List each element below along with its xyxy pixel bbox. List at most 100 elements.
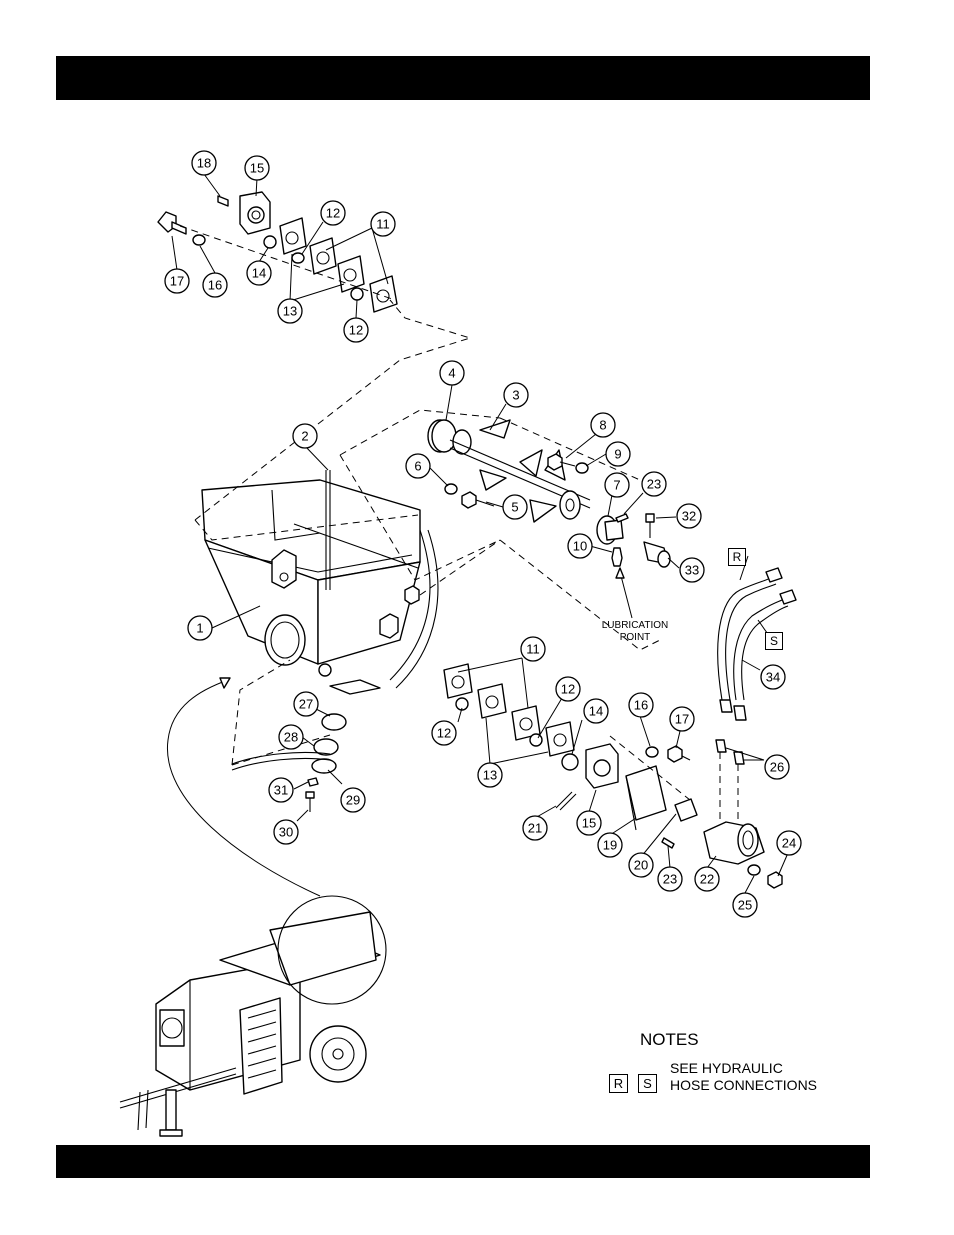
svg-text:23: 23 <box>663 872 677 887</box>
shaft-assembly <box>428 420 670 618</box>
svg-text:16: 16 <box>208 278 222 293</box>
callout-23-lower: 23 <box>658 867 682 891</box>
svg-text:26: 26 <box>770 760 784 775</box>
svg-text:25: 25 <box>738 898 752 913</box>
svg-text:14: 14 <box>589 704 603 719</box>
callout-13-lower: 13 <box>478 763 502 787</box>
callout-10: 10 <box>568 534 592 558</box>
callout-4: 4 <box>440 361 464 385</box>
hose-tag-r: R <box>728 548 746 566</box>
svg-text:32: 32 <box>682 509 696 524</box>
svg-text:14: 14 <box>252 266 266 281</box>
upper-bearing-assembly <box>158 192 397 312</box>
callout-25: 25 <box>733 893 757 917</box>
callout-15-lower: 15 <box>577 811 601 835</box>
callout-17-upper: 17 <box>165 269 189 293</box>
callout-24: 24 <box>777 831 801 855</box>
hydraulic-hoses <box>718 568 796 720</box>
notes-text-line1: SEE HYDRAULIC <box>670 1060 783 1076</box>
callout-30: 30 <box>274 820 298 844</box>
footer-bar <box>56 1145 870 1178</box>
hopper <box>202 470 438 694</box>
callout-13-upper: 13 <box>278 299 302 323</box>
callout-12-lower-a: 12 <box>432 721 456 745</box>
hose-tag-s: S <box>765 632 783 650</box>
callout-15-upper: 15 <box>245 156 269 180</box>
svg-text:33: 33 <box>685 563 699 578</box>
svg-text:12: 12 <box>326 206 340 221</box>
callout-11-lower: 11 <box>521 637 545 661</box>
svg-text:16: 16 <box>634 698 648 713</box>
svg-text:10: 10 <box>573 539 587 554</box>
callout-17-lower: 17 <box>670 707 694 731</box>
callout-26: 26 <box>765 755 789 779</box>
svg-text:21: 21 <box>528 821 542 836</box>
callout-12-upper-b: 12 <box>344 318 368 342</box>
svg-text:23: 23 <box>647 477 661 492</box>
lubrication-point-label-line2: POINT <box>597 632 673 643</box>
svg-text:15: 15 <box>250 161 264 176</box>
notes-text-line2: HOSE CONNECTIONS <box>670 1077 817 1093</box>
trailer-illustration <box>120 896 386 1136</box>
svg-text:22: 22 <box>700 872 714 887</box>
callout-23-upper: 23 <box>642 472 666 496</box>
svg-text:1: 1 <box>196 621 203 636</box>
callout-14-upper: 14 <box>247 261 271 285</box>
callout-12-upper-a: 12 <box>321 201 345 225</box>
svg-text:12: 12 <box>437 726 451 741</box>
callout-6: 6 <box>406 454 430 478</box>
svg-text:20: 20 <box>634 858 648 873</box>
svg-text:9: 9 <box>614 447 621 462</box>
callout-27: 27 <box>294 692 318 716</box>
callout-2: 2 <box>293 424 317 448</box>
svg-text:8: 8 <box>599 418 606 433</box>
svg-text:19: 19 <box>603 838 617 853</box>
notes-tag-s: S <box>638 1074 657 1093</box>
callout-34: 34 <box>761 665 785 689</box>
svg-text:34: 34 <box>766 670 780 685</box>
svg-text:24: 24 <box>782 836 796 851</box>
svg-text:13: 13 <box>283 304 297 319</box>
callout-21: 21 <box>523 816 547 840</box>
callout-18: 18 <box>192 151 216 175</box>
callout-31: 31 <box>269 778 293 802</box>
callout-16-upper: 16 <box>203 273 227 297</box>
svg-text:6: 6 <box>414 459 421 474</box>
svg-text:12: 12 <box>349 323 363 338</box>
callout-16-lower: 16 <box>629 693 653 717</box>
svg-text:4: 4 <box>448 366 455 381</box>
svg-text:2: 2 <box>301 429 308 444</box>
callout-22: 22 <box>695 867 719 891</box>
callout-20: 20 <box>629 853 653 877</box>
svg-text:27: 27 <box>299 697 313 712</box>
svg-text:17: 17 <box>675 712 689 727</box>
svg-text:28: 28 <box>284 730 298 745</box>
svg-text:12: 12 <box>561 682 575 697</box>
svg-text:3: 3 <box>512 388 519 403</box>
callout-8: 8 <box>591 413 615 437</box>
svg-text:17: 17 <box>170 274 184 289</box>
notes-title: NOTES <box>640 1030 699 1050</box>
svg-text:13: 13 <box>483 768 497 783</box>
callout-32: 32 <box>677 504 701 528</box>
callout-29: 29 <box>341 788 365 812</box>
svg-text:11: 11 <box>526 642 540 657</box>
svg-text:5: 5 <box>511 500 518 515</box>
callout-5: 5 <box>503 495 527 519</box>
svg-text:7: 7 <box>613 478 620 493</box>
notes-tag-r: R <box>609 1074 628 1093</box>
svg-text:18: 18 <box>197 156 211 171</box>
callout-19: 19 <box>598 833 622 857</box>
callout-9: 9 <box>606 442 630 466</box>
callout-3: 3 <box>504 383 528 407</box>
callout-14-lower: 14 <box>584 699 608 723</box>
callout-33: 33 <box>680 558 704 582</box>
svg-text:15: 15 <box>582 816 596 831</box>
lubrication-point-label-line1: LUBRICATION <box>597 620 673 631</box>
callout-28: 28 <box>279 725 303 749</box>
svg-text:31: 31 <box>274 783 288 798</box>
svg-text:30: 30 <box>279 825 293 840</box>
callout-1: 1 <box>188 616 212 640</box>
svg-text:11: 11 <box>376 217 390 232</box>
